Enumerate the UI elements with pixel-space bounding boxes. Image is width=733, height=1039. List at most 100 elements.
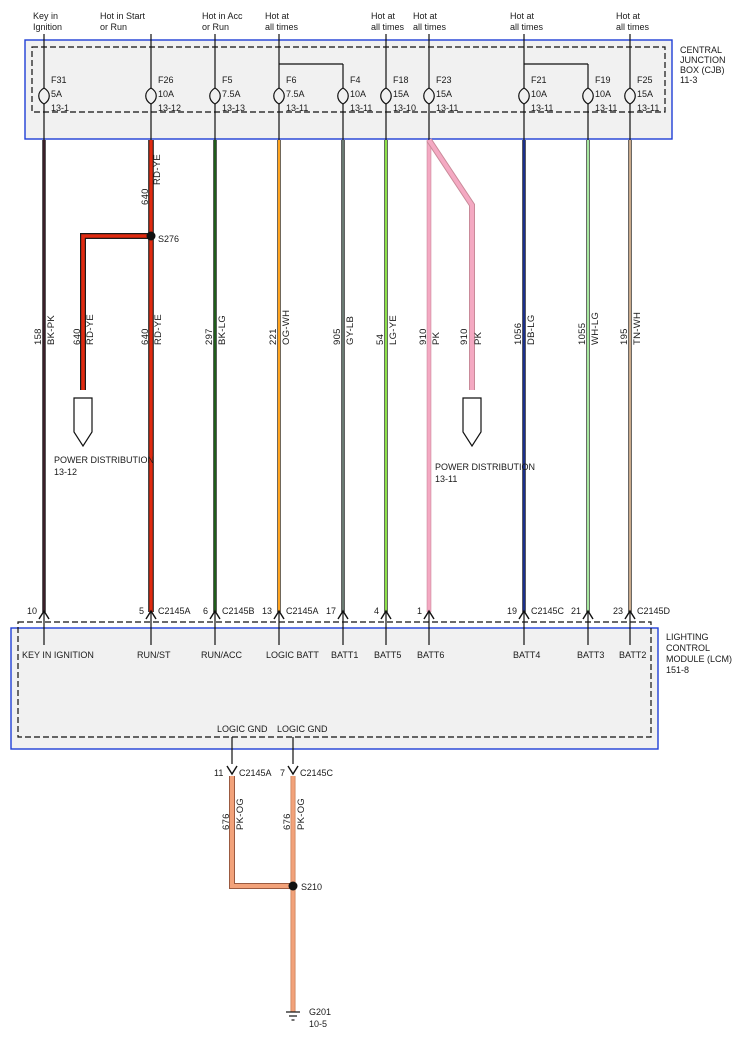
header-key-in-ignition-2: Ignition (33, 22, 62, 32)
ground-pin-arrow-1 (226, 765, 238, 776)
lcm-inner-dashed (17, 621, 652, 738)
lcm-input-label: KEY IN IGNITION (22, 650, 94, 660)
lcm-label-2: CONTROL (666, 643, 710, 653)
fuse-amps: 10A (158, 89, 174, 99)
ground-symbol-icon (286, 1011, 300, 1021)
fuse-ref: 13-11 (436, 103, 458, 113)
lcm-input-label: LOGIC BATT (266, 650, 319, 660)
lcm-input-label: BATT6 (417, 650, 444, 660)
wire-640-branch-circuit: 640 (72, 328, 83, 345)
lcm-outline (10, 627, 659, 750)
splice-s210-label: S210 (301, 882, 322, 892)
power-distribution-ref: 13-12 (54, 467, 77, 477)
ground-connector-2: C2145C (300, 768, 334, 778)
wire-color-label: OG-WH (281, 310, 292, 345)
fuse-ref: 13-11 (595, 103, 617, 113)
lcm-input-label: BATT5 (374, 650, 401, 660)
ground-g201-ref: 10-5 (309, 1019, 327, 1029)
lcm-input-label: RUN/ST (137, 650, 171, 660)
fuse-ref: 13-13 (222, 103, 245, 113)
fuse-name: F23 (436, 75, 452, 85)
lighting-control-module: LIGHTING CONTROL MODULE (LCM) 151-8 (10, 621, 732, 750)
fuse-amps: 15A (393, 89, 409, 99)
ground-connector-1: C2145A (239, 768, 272, 778)
wire-color-label: RD-YE (153, 314, 164, 345)
fuse-name: F18 (393, 75, 409, 85)
pin-number: 21 (571, 606, 581, 616)
power-distribution-arrow (73, 397, 93, 448)
wire-color-label: BK-PK (46, 315, 57, 345)
header-start-run-2: or Run (100, 22, 127, 32)
wire-676-a-outline (229, 776, 293, 889)
fuse-ref: 13-11 (350, 103, 372, 113)
pin-number: 10 (27, 606, 37, 616)
splice-s276-label: S276 (158, 234, 179, 244)
fuse-amps: 7.5A (222, 89, 241, 99)
fuse-name: F5 (222, 75, 233, 85)
wire-circuit-label: 1055 (577, 323, 588, 345)
cjb-label-1: CENTRAL (680, 45, 722, 55)
wire-color-label: BK-LG (217, 315, 228, 345)
splice-s276-dot (146, 231, 156, 241)
header-hot-5b: all times (616, 22, 650, 32)
fuse-name: F4 (350, 75, 361, 85)
wire-910-branch-circuit: 910 (459, 328, 470, 345)
ground-pin-1: 11 (214, 768, 223, 778)
fuse-amps: 15A (436, 89, 452, 99)
lcm-input-label: BATT2 (619, 650, 646, 660)
wire-910-branch (427, 138, 474, 390)
header-hot-4a: Hot at (510, 11, 535, 21)
wire-circuit-label: 221 (268, 328, 279, 345)
fuse-name: F26 (158, 75, 174, 85)
header-hot-1b: all times (265, 22, 299, 32)
central-junction-box: CENTRAL JUNCTION BOX (CJB) 11-3 (24, 39, 726, 140)
ground-g201-label: G201 (309, 1007, 331, 1017)
header-hot-3b: all times (413, 22, 447, 32)
power-distribution-label: POWER DISTRIBUTION (54, 455, 154, 465)
fuse-name: F21 (531, 75, 547, 85)
power-distribution-label: POWER DISTRIBUTION (435, 462, 535, 472)
fuse-amps: 15A (637, 89, 653, 99)
wire-676-b-color: PK-OG (296, 798, 307, 830)
cjb-label-2: JUNCTION (680, 55, 726, 65)
ground-pin-arrow-2 (287, 765, 299, 776)
wire-676-a (230, 776, 293, 888)
ground-circuit: LOGIC GND LOGIC GND 11 C2145A 7 C2145C 6… (214, 724, 334, 1029)
header-hot-4b: all times (510, 22, 544, 32)
fuse-ref: 13-1 (51, 103, 69, 113)
lcm-input-label: BATT3 (577, 650, 604, 660)
lcm-input-label: RUN/ACC (201, 650, 243, 660)
wire-640-upper-color: RD-YE (152, 154, 163, 185)
wire-circuit-label: 54 (375, 334, 386, 345)
wire-color-label: DB-LG (526, 314, 537, 345)
header-hot-3a: Hot at (413, 11, 438, 21)
cjb-outline (24, 39, 673, 140)
wire-color-label: WH-LG (590, 312, 601, 345)
fuse-f23: F23 15A 13-11 (423, 75, 458, 140)
wire-640-branch-color: RD-YE (85, 314, 96, 345)
wire-640-branch-fill (81, 234, 151, 390)
pin-connector: C2145C (531, 606, 565, 616)
fuse-amps: 5A (51, 89, 62, 99)
header-acc-run-1: Hot in Acc (202, 11, 243, 21)
splice-s276-branch: S276 640 RD-YE 640 RD-YE (72, 154, 179, 390)
pk-branch: 910 PK (426, 138, 484, 390)
lcm-label-4: 151-8 (666, 665, 689, 675)
wire-circuit-label: 158 (33, 328, 44, 345)
